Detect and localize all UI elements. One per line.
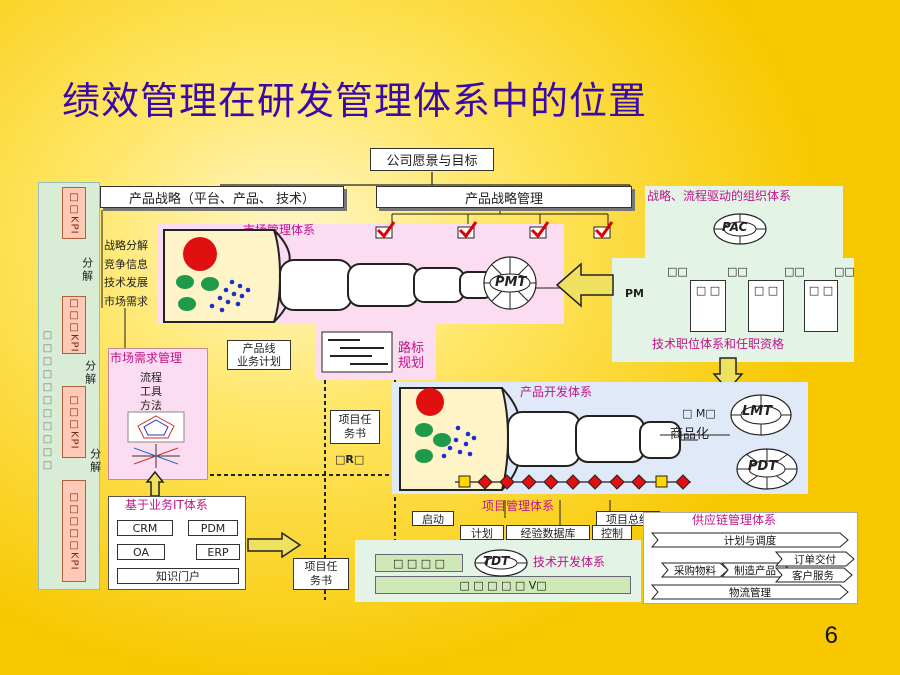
decompose-label-2: 分解 [83,360,97,386]
market-funnel-graphic [163,229,562,323]
org-cell-2: □□ [727,265,748,278]
pm-control-box: 控制 [592,525,632,540]
right-arrow-icon [247,532,302,558]
check-icon-4 [593,221,614,239]
tdt-badge-label: TDT [483,554,510,568]
pac-badge-icon [713,213,767,245]
pm-experience-db-box: 经验数据库 [506,525,590,540]
crm-box: CRM [117,520,173,536]
supply-logistics-label: 物流管理 [729,587,771,599]
lmt-badge-icon [730,394,792,436]
r-label: □R□ [335,453,365,466]
m-label: □ M□ [682,407,716,420]
org-cell-3: □□ [784,265,805,278]
product-dev-funnel-graphic [399,387,698,491]
input-market-demand: 市场需求 [104,295,148,308]
page-title: 绩效管理在研发管理体系中的位置 [62,79,648,123]
oa-box: OA [117,544,165,560]
decompose-label-1: 分解 [80,257,94,283]
task-book-box-2: 项目任 务书 [293,558,349,590]
commercialize-label: 商品化 [670,427,710,442]
roadmap-label: 路标 规划 [398,341,425,371]
pdm-box: PDM [188,520,238,536]
market-req-item-process: 流程 [140,371,162,384]
knowledge-portal-box: 知识门户 [117,568,239,584]
roadmap-chart-icon [321,331,393,373]
up-arrow-icon [145,470,165,497]
supply-plan-label: 计划与调度 [723,535,777,547]
pm-plan-box: 计划 [460,525,504,540]
input-tech-development: 技术发展 [104,276,148,289]
left-arrow-icon [555,262,614,308]
pmt-badge-label: PMT [495,275,527,290]
tech-dev-bar-1: □ □ □ □ [375,554,463,572]
kpi-box-3: □□□KPI [62,386,86,458]
input-competitive-info: 竞争信息 [104,258,148,271]
supply-service-label: 客户服务 [792,570,834,582]
tdt-badge-icon [474,549,528,577]
kpi-column-side-text: □□□□□□□□□□□ [42,330,53,473]
task-book-box-1: 项目任 务书 [330,410,380,444]
org-cell-box-3: □ □ [804,280,838,332]
product-strategy-mgmt-box: 产品战略管理 [376,186,632,208]
decompose-label-3: 分解 [88,448,102,474]
check-icon-3 [529,221,550,239]
pac-badge-label: PAC [722,220,748,234]
org-cell-box-2: □ □ [748,280,784,332]
pmt-badge-icon [483,256,537,310]
product-dev-line [660,434,730,436]
org-cell-1: □□ [667,265,688,278]
tech-dev-title: 技术开发体系 [533,555,606,569]
product-dev-title: 产品开发体系 [520,385,593,399]
it-system-title: 基于业务IT体系 [125,498,208,512]
market-req-item-methods: 方法 [140,399,162,412]
org-cell-box-1: □ □ [690,280,726,332]
kpi-box-1: □□KPI [62,187,86,239]
product-strategy-box: 产品战略（平台、产品、 技术） [100,186,344,208]
requirement-analysis-chart-icon [127,411,185,468]
company-vision-box: 公司愿景与目标 [370,148,494,171]
org-system-title: 战略、流程驱动的组织体系 [647,189,792,203]
milestone-timeline [455,474,691,490]
supply-chain-chevrons [650,532,855,600]
pm-label: PM [625,287,645,300]
tech-dev-bar-2: □ □ □ □ □ V□ [375,576,631,594]
product-line-plan-box: 产品线 业务计划 [227,340,291,370]
market-req-item-tools: 工具 [140,385,162,398]
check-icon-2 [457,221,478,239]
supply-order-label: 订单交付 [794,554,836,566]
pm-start-box: 启动 [412,511,454,526]
page-number: 6 [824,622,838,649]
org-system-caption: 技术职位体系和任职资格 [652,337,785,351]
check-icon-1 [375,221,396,239]
red-circle-icon [183,237,217,271]
market-req-title: 市场需求管理 [110,351,183,365]
project-mgmt-title: 项目管理体系 [482,499,555,513]
check-icons [375,221,614,239]
org-cell-4: □□ [834,265,855,278]
supply-chain-title: 供应链管理体系 [692,513,777,527]
pdt-badge-label: PDT [748,459,778,474]
supply-manufacture-label: 制造产品 [734,565,776,577]
input-strategy-decompose: 战略分解 [104,239,148,252]
lmt-badge-label: LMT [742,404,773,419]
supply-purchase-label: 采购物料 [674,565,716,577]
erp-box: ERP [196,544,240,560]
kpi-box-4: □□□□□KPI [62,480,86,582]
kpi-box-2: □□□KPI [62,296,86,354]
pdt-badge-icon [736,448,798,490]
